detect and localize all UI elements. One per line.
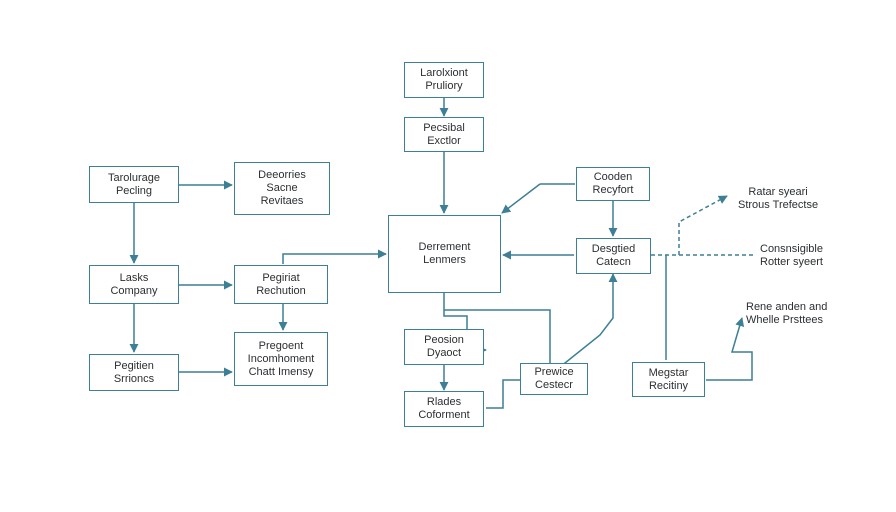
annotation-text: Strous Trefectse [738,199,819,211]
edge-n13-n9 [549,273,618,376]
annotation-text: Rotter syeert [760,256,823,268]
node-text: Pregoent [258,339,304,352]
node-peosion: Peosion Dyaoct [404,329,484,365]
node-text: Coforment [418,409,470,421]
node-text: Desgtied [591,243,636,255]
node-text: Pecling [115,184,153,197]
node-text: Exctlor [427,134,461,147]
node-text: Pegiriat [262,271,300,284]
node-pegitien: Pegitien Srrioncs [89,354,179,391]
edge-n5-n6 [501,183,541,214]
node-text: Prewice [534,366,574,378]
node-text: Catecn [596,256,631,268]
node-desgtied: Desgtied Catecn [576,238,651,274]
edge-n8-n5 [282,249,387,264]
edge-n14-a3 [706,317,753,381]
node-text: Rechution [256,284,306,297]
annotation-consnsigible: Consnsigible Rotter syeert [760,243,823,269]
node-text: Derrement [418,241,471,253]
node-text: Srrioncs [113,372,155,385]
node-text: Lasks [119,271,149,284]
node-pregoent: Pregoent Incomhoment Chatt Imensy [234,332,328,386]
edge-n9-a1 [678,195,728,255]
node-text: Pegitien [114,359,154,372]
node-text: Incomhoment [247,352,315,365]
edge-n15-n13 [486,379,520,409]
node-text: Recyfort [592,184,634,196]
node-text: Larolxiont [420,67,468,79]
annotation-ratar-syeari: Ratar syeari Strous Trefectse [738,186,818,212]
node-text: Peosion [424,334,464,346]
node-text: Recitiny [648,379,689,392]
node-text: Revitaes [260,195,304,207]
node-text: Company [110,284,158,297]
edge-n5-n13 [444,309,551,363]
node-rlades: Rlades Coforment [404,391,484,427]
node-text: Pecsibal [423,121,465,134]
node-text: Dyaoct [426,347,462,359]
node-text: Cooden [593,171,633,183]
node-text: Pruliory [425,80,463,92]
node-text: Rlades [426,396,462,408]
node-lasks: Lasks Company [89,265,179,304]
node-tarolurage: Tarolurage Pecling [89,166,179,203]
node-text: Chatt Imensy [248,365,314,378]
annotation-rene-anden: Rene anden and Whelle Prsttees [746,301,827,327]
node-text: Cestecr [535,379,573,391]
node-text: Sacne [266,182,298,194]
node-megstar: Megstar Recitiny [632,362,705,397]
node-text: Megstar [648,366,689,379]
node-larolxiont: Larolxiont Pruliory [404,62,484,98]
annotation-text: Consnsigible [760,243,823,255]
node-prewice: Prewice Cestecr [520,363,588,395]
node-cooden: Cooden Recyfort [576,167,650,201]
node-text: Tarolurage [108,171,160,184]
annotation-text: Ratar syeari [748,186,808,198]
annotation-text: Rene anden and [746,301,828,313]
node-pecsibal: Pecsibal Exctlor [404,117,484,152]
node-deeorries: Deeorries Sacne Revitaes [234,162,330,215]
node-pegiriat: Pegiriat Rechution [234,265,328,304]
node-text: Lenmers [423,254,466,266]
annotation-text: Whelle Prsttees [746,314,824,326]
node-derrement: Derrement Lenmers [388,215,501,293]
node-text: Deeorries [258,169,306,181]
